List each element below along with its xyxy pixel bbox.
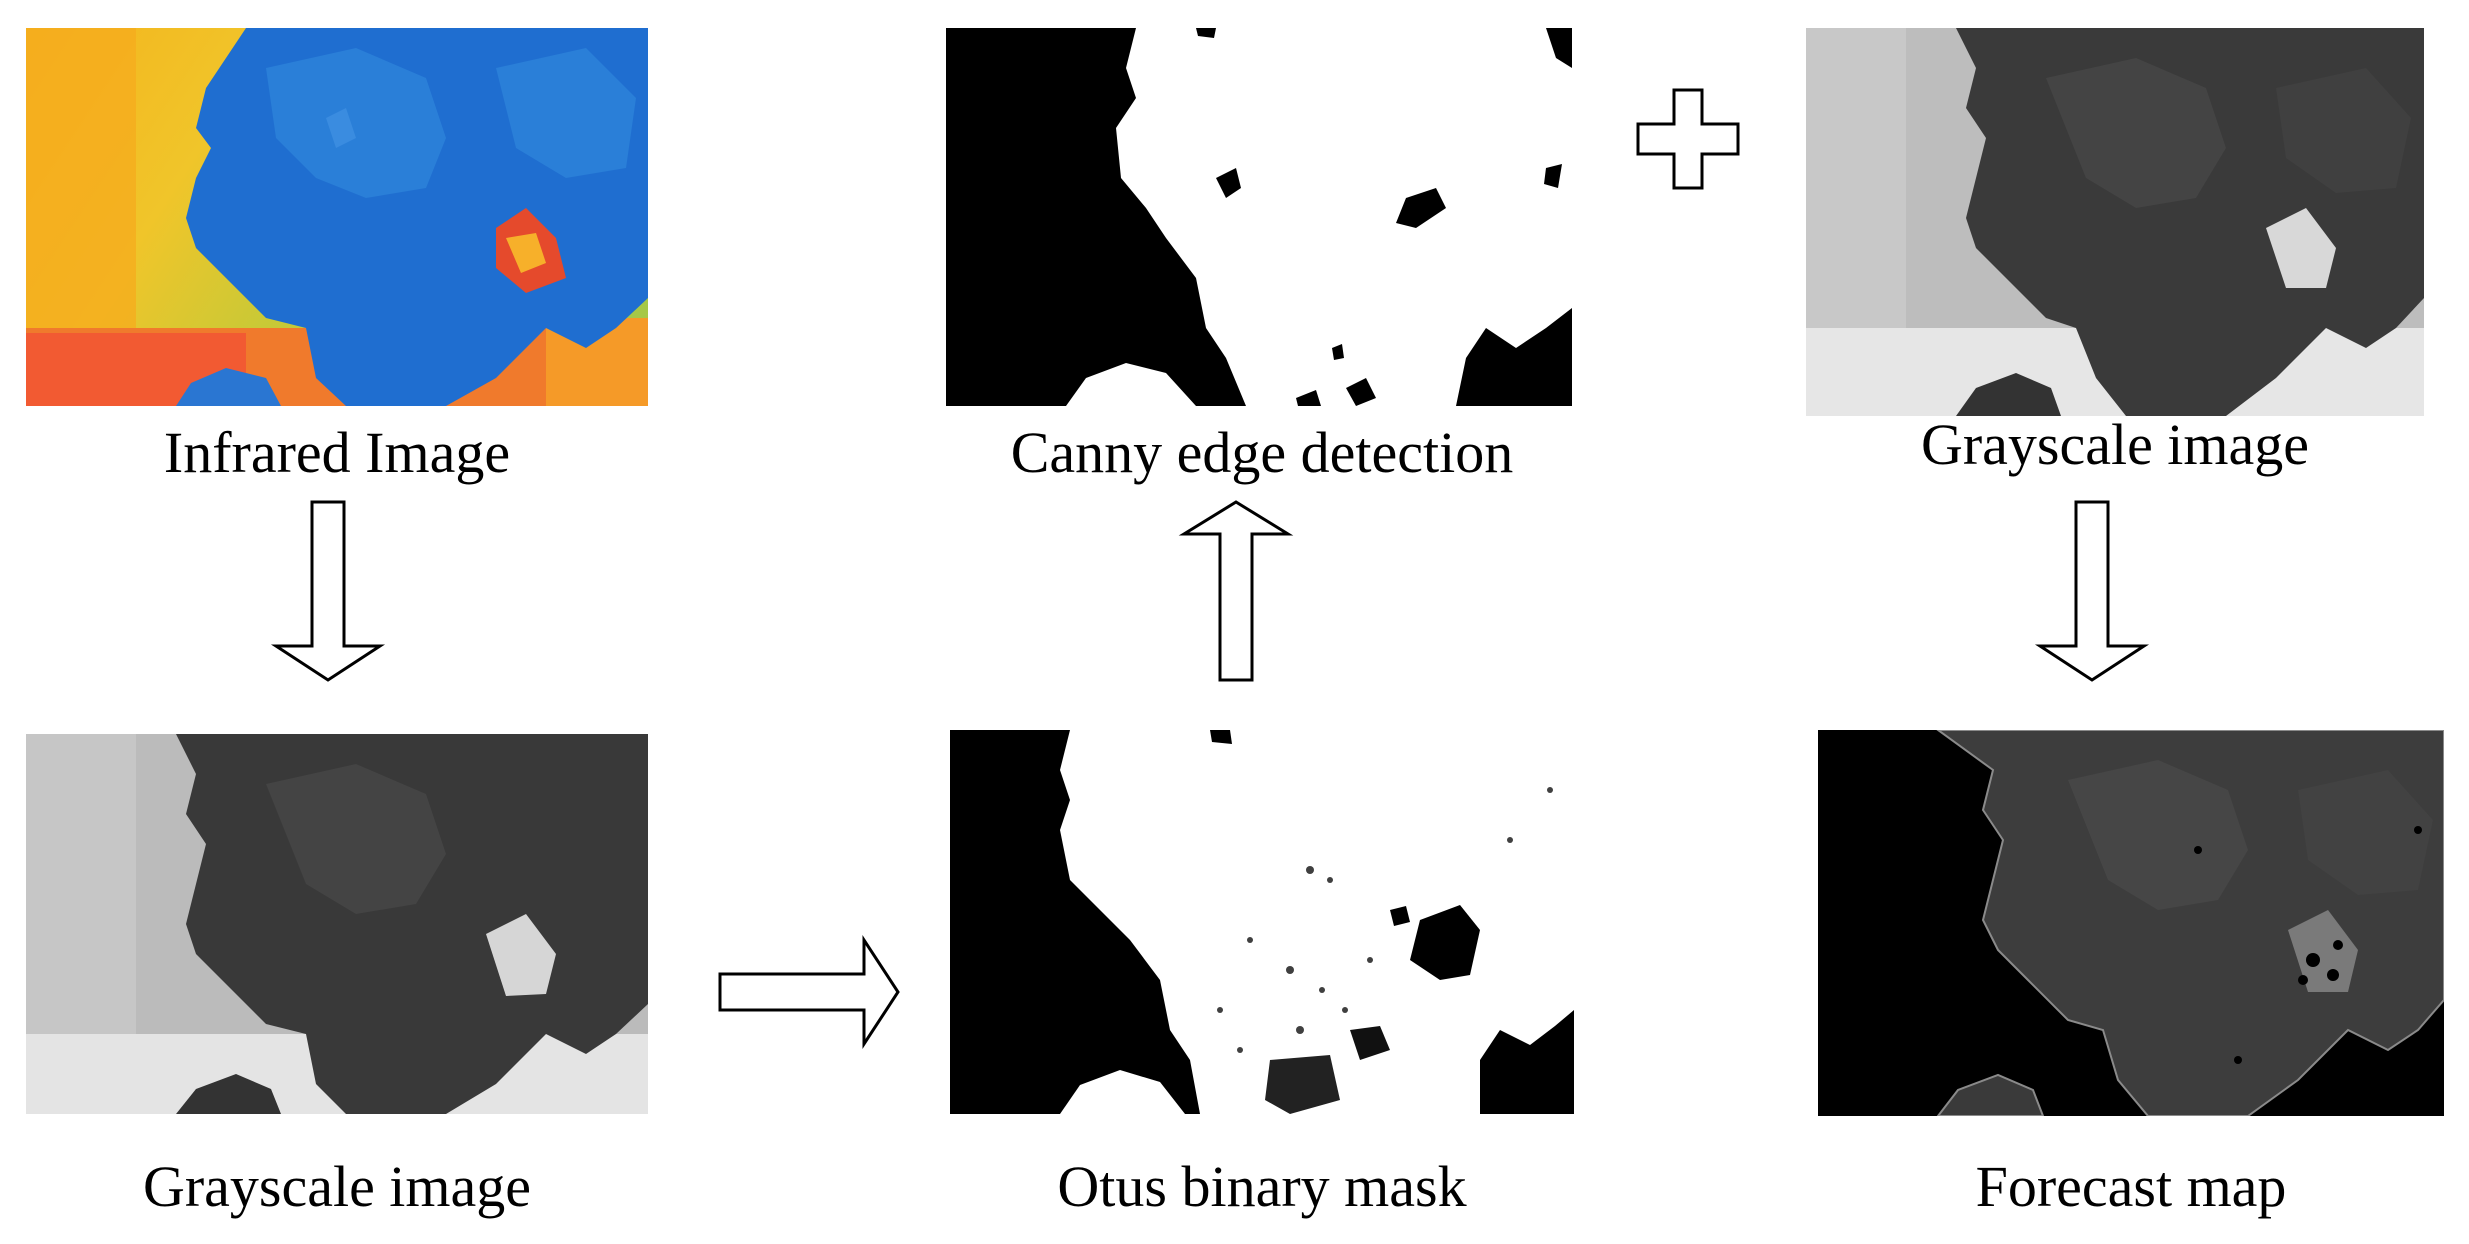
forecast-map-caption: Forecast map xyxy=(1975,1154,2287,1219)
grayscale-image-bottom-caption: Grayscale image xyxy=(142,1154,532,1219)
arrow-right-icon xyxy=(718,934,902,1050)
grayscale-image-bottom xyxy=(26,734,648,1114)
grayscale-image-top xyxy=(1806,28,2424,416)
infrared-image xyxy=(26,28,648,406)
infrared-image-panel xyxy=(26,28,648,406)
grayscale-image-bottom-panel xyxy=(26,734,648,1114)
plus-icon xyxy=(1636,88,1740,190)
canny-edge-image xyxy=(946,28,1572,406)
otsu-binary-mask-image xyxy=(950,730,1574,1114)
infrared-image-caption: Infrared Image xyxy=(163,420,511,485)
otsu-binary-mask-panel xyxy=(950,730,1574,1114)
arrow-down-icon xyxy=(2034,500,2150,682)
grayscale-image-top-caption: Grayscale image xyxy=(1920,412,2310,477)
forecast-map-image xyxy=(1818,730,2444,1116)
canny-edge-caption: Canny edge detection xyxy=(1010,420,1514,485)
grayscale-image-top-panel xyxy=(1806,28,2424,416)
forecast-map-panel xyxy=(1818,730,2444,1116)
arrow-up-icon xyxy=(1178,500,1294,682)
canny-edge-panel xyxy=(946,28,1572,406)
otsu-binary-mask-caption: Otus binary mask xyxy=(1057,1154,1467,1219)
arrow-down-icon xyxy=(270,500,386,682)
